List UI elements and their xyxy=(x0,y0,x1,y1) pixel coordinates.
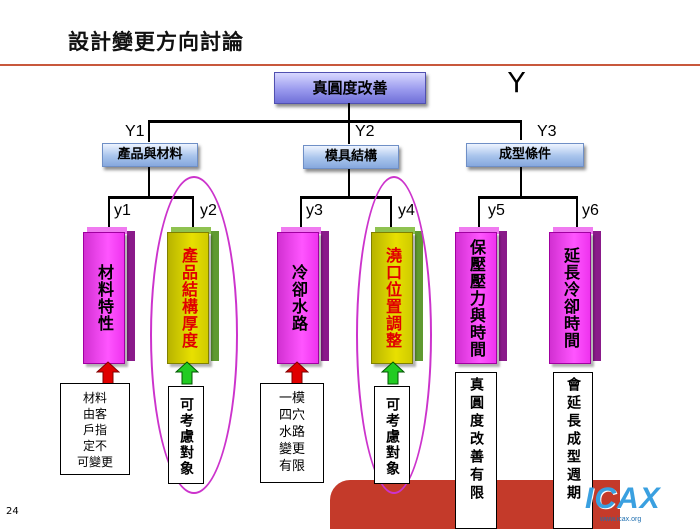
highlight-ellipse xyxy=(150,176,238,494)
connector xyxy=(300,196,392,199)
connector xyxy=(348,169,350,197)
root-symbol: Y xyxy=(508,66,526,99)
factor-label-y3: y3 xyxy=(306,202,323,219)
note-line: 可變更 xyxy=(76,455,113,469)
note-line: 有限 xyxy=(278,459,305,474)
connector xyxy=(108,196,194,199)
connector xyxy=(520,167,522,197)
note-line: 水路 xyxy=(278,425,305,440)
bar-side xyxy=(499,231,507,361)
connector xyxy=(520,120,522,140)
note-line: 戶指 xyxy=(82,423,107,437)
red-up-arrow-icon xyxy=(285,361,309,385)
logo-url: www.icax.org xyxy=(600,516,642,523)
highlight-ellipse xyxy=(356,176,432,494)
bar-side xyxy=(321,231,329,361)
note-material: 材料 由客 戶指 定不 可變更 xyxy=(60,383,130,475)
branch-label-y2: Y2 xyxy=(355,123,375,140)
connector xyxy=(478,196,480,228)
red-up-arrow-icon xyxy=(96,361,120,385)
logo-text: ICAX xyxy=(585,482,661,515)
note-consider-y4: 可考慮對象 xyxy=(374,386,410,484)
category-products-materials: 產品與材料 xyxy=(102,143,198,167)
note-line: 四穴 xyxy=(278,408,305,423)
connector xyxy=(478,196,578,199)
title-divider xyxy=(0,64,700,66)
note-line: 變更 xyxy=(278,442,305,457)
bar-top xyxy=(281,227,321,234)
slide-title: 設計變更方向討論 xyxy=(68,30,244,54)
bar-top xyxy=(553,227,593,234)
note-line: 一模 xyxy=(278,391,305,406)
page-number: 24 xyxy=(6,506,19,517)
factor-bar-holding-pressure: 保壓壓力與時間 xyxy=(455,232,497,364)
connector xyxy=(108,196,110,228)
connector xyxy=(300,196,302,228)
connector xyxy=(348,103,350,121)
green-up-arrow-icon xyxy=(381,361,405,385)
note-consider-y2: 可考慮對象 xyxy=(168,386,204,484)
category-mold-structure: 模具結構 xyxy=(303,145,399,169)
note-cooling-time: 會延長成型週期 xyxy=(553,372,593,529)
bar-top xyxy=(87,227,127,234)
branch-label-y3: Y3 xyxy=(537,123,557,140)
factor-bar-material-properties: 材料特性 xyxy=(83,232,125,364)
note-line: 由客 xyxy=(82,407,107,421)
connector xyxy=(148,120,150,142)
branch-label-y1: Y1 xyxy=(125,123,145,140)
bar-side xyxy=(593,231,601,361)
connector xyxy=(148,120,521,123)
green-up-arrow-icon xyxy=(175,361,199,385)
factor-bar-cooling-channel: 冷卻水路 xyxy=(277,232,319,364)
connector xyxy=(576,196,578,228)
note-cooling-channel: 一模 四穴 水路 變更 有限 xyxy=(260,383,324,483)
connector xyxy=(148,167,150,197)
bar-side xyxy=(127,231,135,361)
bar-top xyxy=(459,227,499,234)
factor-label-y5: y5 xyxy=(488,202,505,219)
note-line: 定不 xyxy=(82,439,107,453)
connector xyxy=(348,120,350,144)
factor-bar-cooling-time: 延長冷卻時間 xyxy=(549,232,591,364)
category-molding-conditions: 成型條件 xyxy=(466,143,584,167)
factor-label-y6: y6 xyxy=(582,202,599,219)
note-holding-pressure: 真圓度改善有限 xyxy=(455,372,497,529)
factor-label-y1: y1 xyxy=(114,202,131,219)
note-line: 材料 xyxy=(82,391,107,405)
root-node: 真圓度改善 xyxy=(274,72,426,104)
